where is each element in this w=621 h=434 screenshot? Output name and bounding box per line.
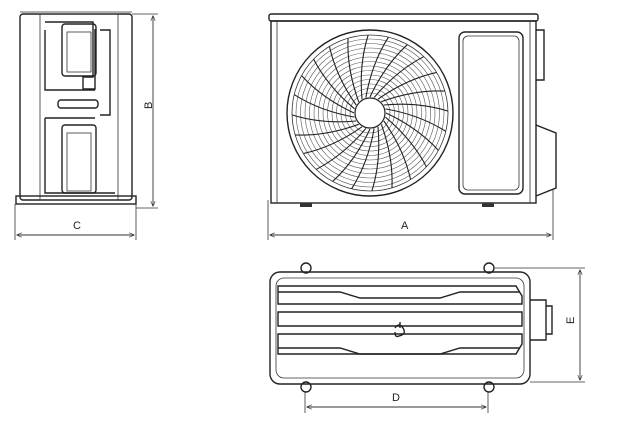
grille-spoke [293,94,355,118]
grille-spoke [360,34,369,100]
grille-spoke [291,114,357,123]
dimension-label-c: C [73,220,81,232]
grille-ring [340,83,400,143]
grille-spoke [369,44,408,98]
grille-ring [295,38,445,188]
fan-grille [286,29,454,197]
grille-spoke [383,103,449,112]
front-view [268,13,557,207]
grille-spoke [381,90,445,103]
dimension-label-b: B [143,102,155,109]
grille-ring [313,56,427,170]
grille-spoke [332,128,371,182]
grille-spoke [377,71,437,100]
side-view [15,11,137,205]
grille-ring [322,65,418,161]
grille-spoke [380,124,393,188]
grille-spoke [315,128,367,170]
grille-ring [309,52,431,174]
grille-ring [318,61,422,165]
grille-ring [331,74,409,152]
dimension-b: B [132,13,158,209]
dimension-label-d: D [392,392,400,404]
grille-spoke [295,123,359,136]
dimension-label-e: E [565,317,577,324]
grille-spoke [303,126,363,155]
dimension-a: A [267,190,554,240]
top-view [269,262,553,393]
grille-ring [349,92,391,134]
grille-spoke [385,116,427,168]
grille-spoke [385,112,439,151]
grille-spoke [365,36,389,98]
dimension-e: E [495,267,585,383]
grille-spoke [313,58,355,110]
grille-spoke [328,46,357,106]
grille-spoke [351,128,375,190]
dimension-label-a: A [401,220,409,232]
grille-spoke [373,56,425,98]
grille-spoke [385,108,447,132]
dimension-c: C [14,204,137,240]
grille-ring [300,43,440,183]
grille-ring [327,70,413,156]
grille-spoke [301,75,355,114]
grille-spoke [371,126,380,192]
grille-spoke [383,120,412,180]
dimension-d: D [304,392,489,413]
grille-ring [304,47,436,179]
grille-spoke [347,38,360,102]
grille-ring [345,88,395,138]
